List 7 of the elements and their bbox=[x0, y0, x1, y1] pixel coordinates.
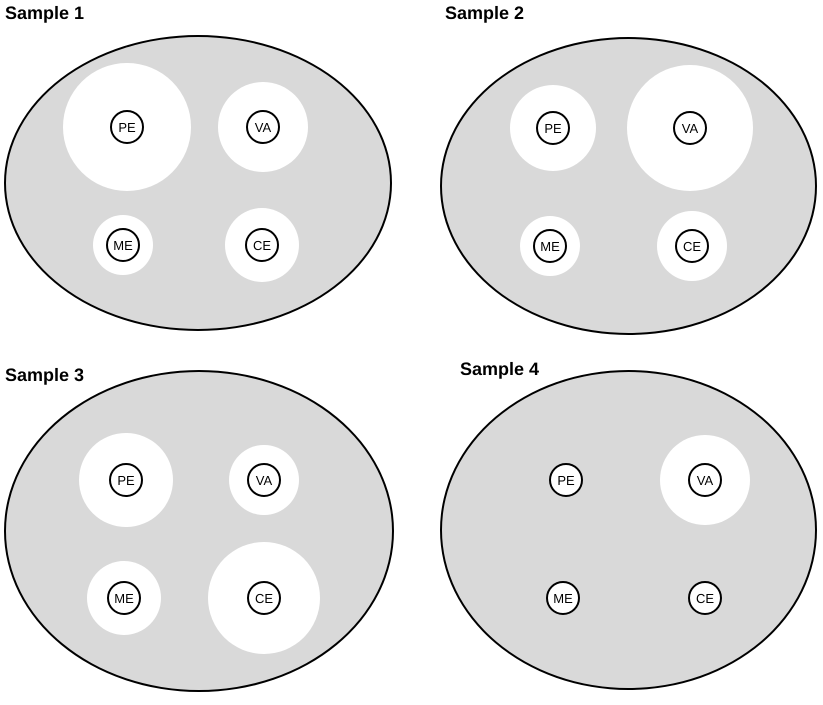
sample-title: Sample 4 bbox=[460, 359, 540, 379]
sample-title: Sample 3 bbox=[5, 365, 84, 385]
antibiotic-disk: CE bbox=[688, 581, 722, 615]
antibiotic-disk: ME bbox=[546, 581, 580, 615]
sample-title: Sample 2 bbox=[445, 3, 524, 23]
antibiotic-disk: PE bbox=[549, 463, 583, 497]
sample-title: Sample 1 bbox=[5, 3, 84, 23]
